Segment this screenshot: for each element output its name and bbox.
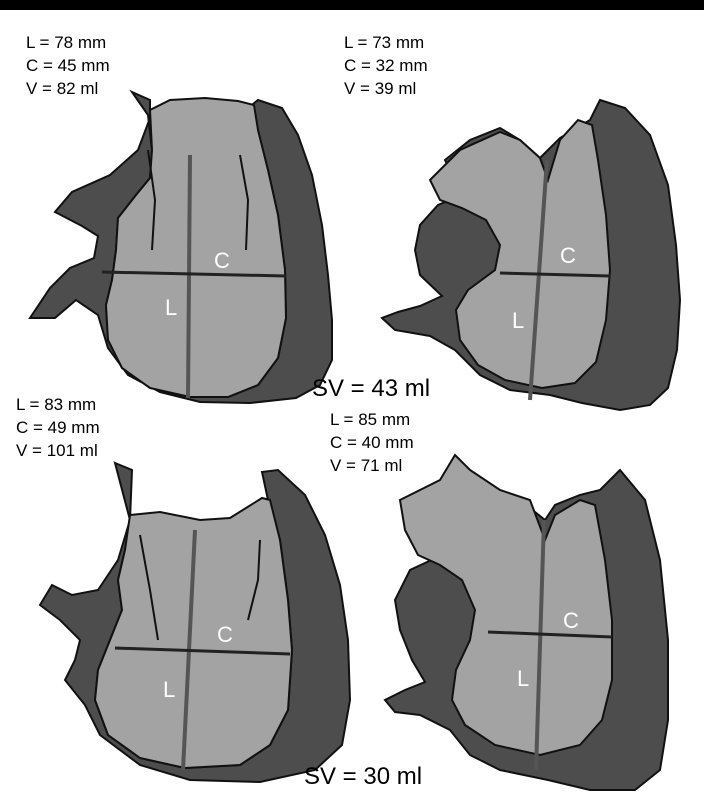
volume-label: V = 39 ml xyxy=(344,79,416,98)
top-rule xyxy=(0,0,704,10)
ventricle-cavity xyxy=(106,98,286,397)
volume-label: V = 71 ml xyxy=(330,456,402,475)
circumference-label: C = 49 mm xyxy=(16,418,100,437)
circumference-label: C = 40 mm xyxy=(330,433,414,452)
length-label: L = 83 mm xyxy=(16,395,96,414)
axis-label-l: L xyxy=(517,666,529,691)
axis-label-l: L xyxy=(163,677,175,702)
volume-label: V = 101 ml xyxy=(16,441,98,460)
panel-bottom-left: C L L = 83 mm C = 49 mm V = 101 ml xyxy=(16,395,350,782)
panel-top-right: C L L = 73 mm C = 32 mm V = 39 ml xyxy=(344,33,680,410)
volume-label: V = 82 ml xyxy=(26,79,98,98)
stroke-volume-top: SV = 43 ml xyxy=(312,375,430,402)
axis-label-l: L xyxy=(512,308,524,333)
circumference-label: C = 45 mm xyxy=(26,56,110,75)
stroke-volume-bottom: SV = 30 ml xyxy=(304,763,422,790)
axis-label-c: C xyxy=(560,243,576,268)
panel-bottom-right: C L L = 85 mm C = 40 mm V = 71 ml xyxy=(330,410,668,790)
axis-label-c: C xyxy=(563,608,579,633)
length-label: L = 73 mm xyxy=(344,33,424,52)
axis-label-c: C xyxy=(214,248,230,273)
axis-label-l: L xyxy=(165,295,177,320)
circumference-label: C = 32 mm xyxy=(344,56,428,75)
length-label: L = 78 mm xyxy=(26,33,106,52)
long-axis-line xyxy=(188,155,190,398)
length-label: L = 85 mm xyxy=(330,410,410,429)
panel-top-left: C L L = 78 mm C = 45 mm V = 82 ml xyxy=(26,33,332,403)
axis-label-c: C xyxy=(217,622,233,647)
